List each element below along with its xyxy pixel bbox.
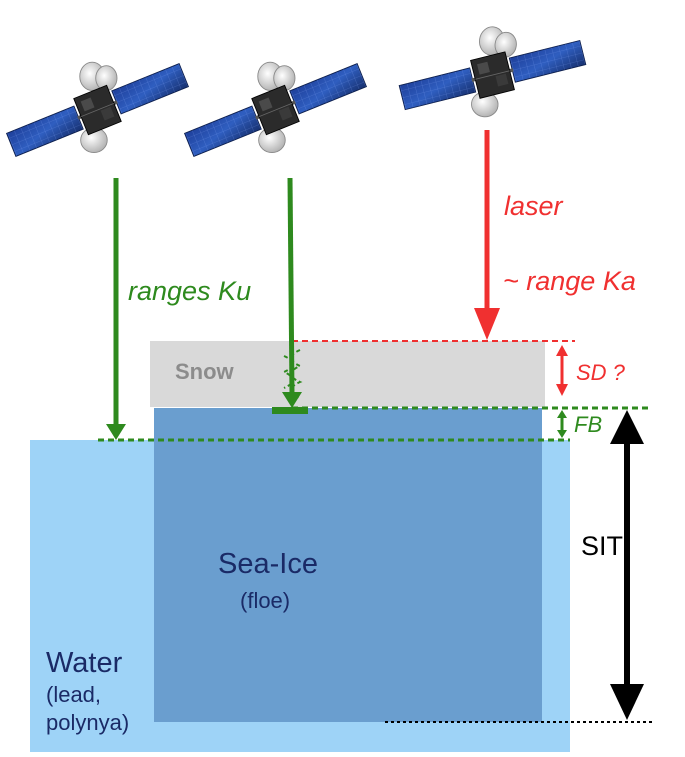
sit-label: SIT <box>581 531 623 561</box>
satellite-icon <box>6 61 189 157</box>
fb-label: FB <box>574 412 602 437</box>
floe-label: (floe) <box>240 588 290 613</box>
satellite-icon <box>395 14 590 135</box>
ku-penetration-wave-2 <box>281 355 294 389</box>
sea-ice-label: Sea-Ice <box>218 548 318 580</box>
fb-arrowhead-bottom <box>557 430 567 438</box>
snow-layer <box>150 341 545 407</box>
ku-arrowhead-water <box>106 424 126 440</box>
satellite-icon <box>184 61 367 157</box>
sit-arrowhead-top <box>610 410 644 444</box>
sd-label: SD ? <box>576 360 626 385</box>
ku-penetration-wave <box>290 349 303 399</box>
ku-echo-bar <box>272 407 308 414</box>
water-label: Water <box>46 647 123 679</box>
laser-arrowhead <box>474 308 500 340</box>
snow-label: Snow <box>175 359 235 384</box>
fb-arrowhead-top <box>557 410 567 418</box>
sd-arrowhead-top <box>556 345 568 356</box>
range-ka-label: ~ range Ka <box>503 266 636 296</box>
sea-ice-floe <box>154 408 542 722</box>
ku-range-arrow-ice <box>287 177 295 395</box>
polynya-label: polynya) <box>46 710 129 735</box>
ranges-ku-label: ranges Ku <box>128 276 251 306</box>
sd-arrowhead-bottom <box>556 384 568 396</box>
lead-label: (lead, <box>46 682 101 707</box>
sit-arrowhead-bottom <box>610 684 644 720</box>
laser-label: laser <box>504 191 564 221</box>
